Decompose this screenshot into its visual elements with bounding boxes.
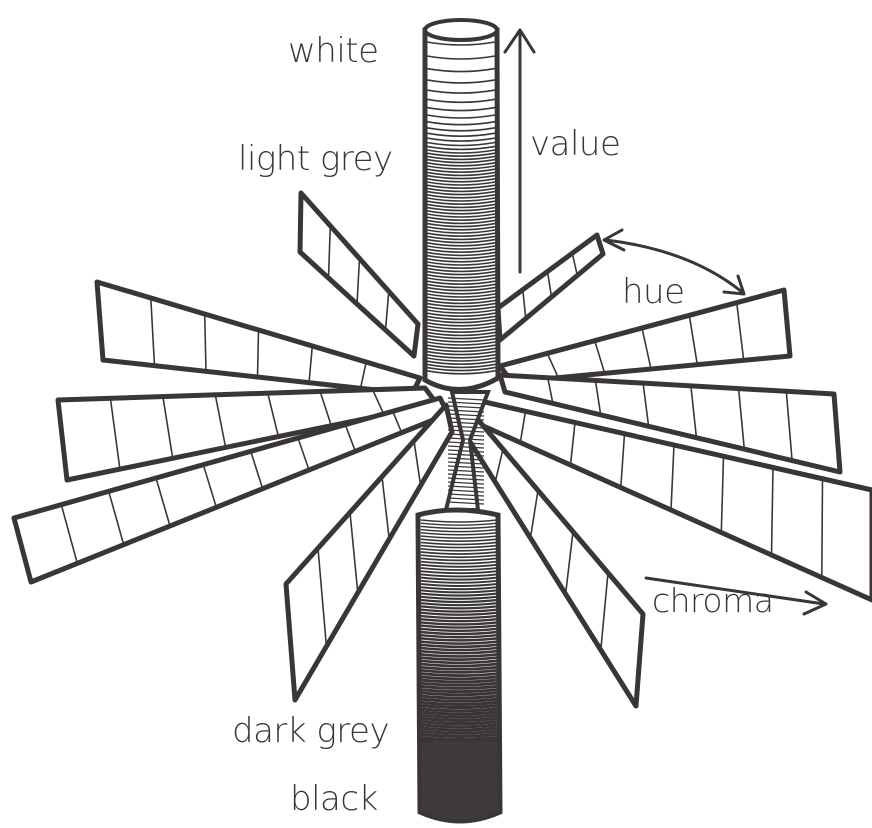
- label-white: white: [288, 31, 379, 71]
- label-hue: hue: [622, 272, 685, 312]
- axis-black-end: [420, 740, 500, 821]
- leaf-upper-right: [498, 235, 603, 340]
- label-light-grey: light grey: [238, 139, 393, 179]
- label-dark-grey: dark grey: [232, 711, 389, 751]
- label-value: value: [530, 124, 620, 164]
- label-chroma: chroma: [652, 581, 773, 620]
- leaf-upper-left: [300, 193, 418, 356]
- axis-top-cap: [425, 20, 497, 40]
- label-black: black: [290, 779, 378, 819]
